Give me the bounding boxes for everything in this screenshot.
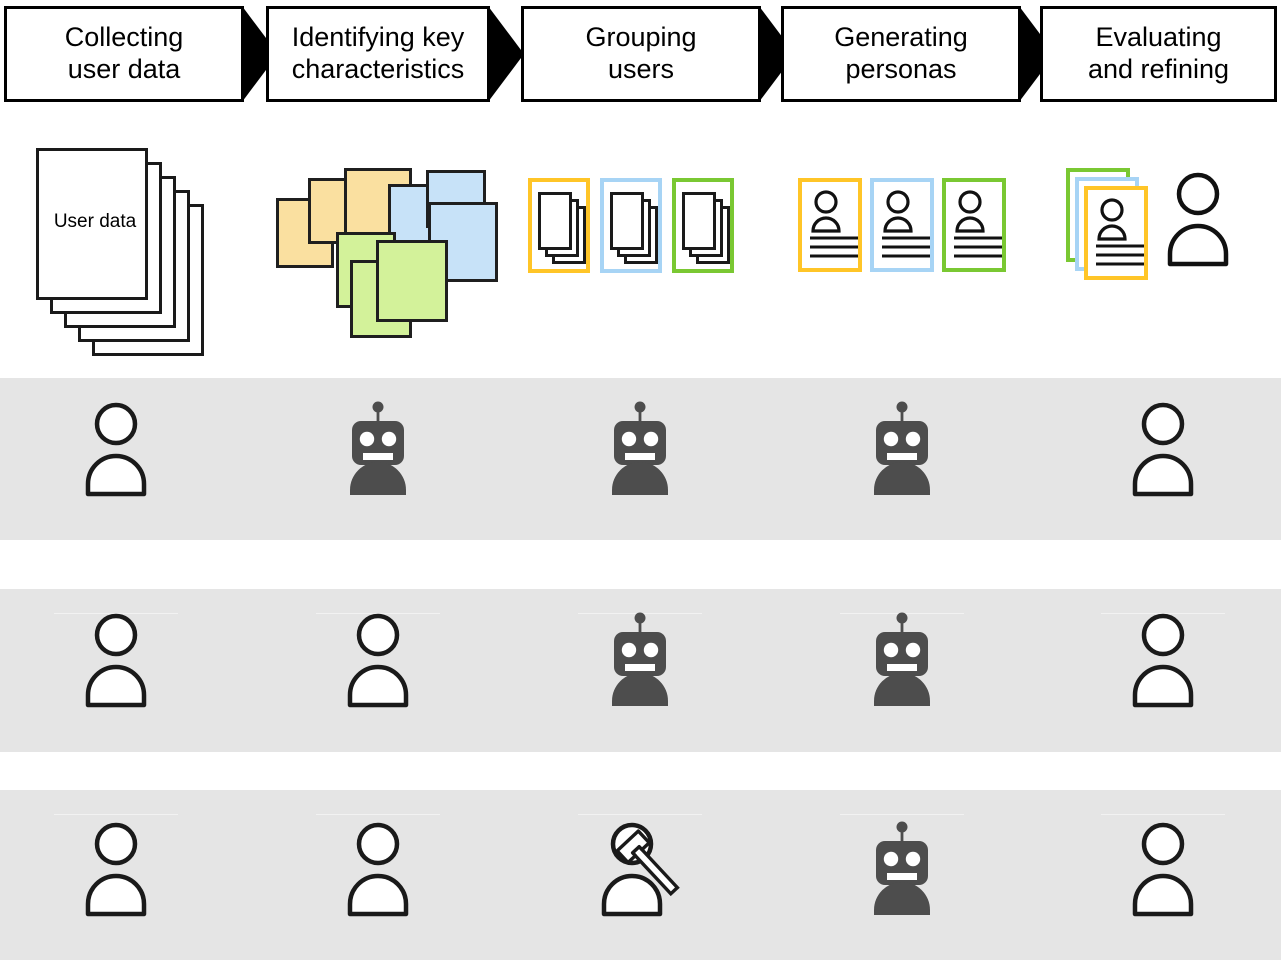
mini-document — [610, 192, 644, 250]
person-icon — [342, 611, 414, 716]
agent-cell-person[interactable] — [1099, 378, 1227, 540]
person-icon — [80, 611, 152, 716]
person-icon — [1132, 613, 1194, 708]
robot-icon — [874, 821, 930, 915]
person-icon — [347, 613, 409, 708]
robot-icon — [612, 401, 668, 495]
robot-icon — [874, 612, 930, 706]
persona-figure-icon — [954, 190, 1002, 258]
agent-cell-robot[interactable] — [838, 589, 966, 752]
green-persona-card — [942, 178, 1006, 272]
stage-box: Identifying key characteristics — [266, 6, 490, 102]
agent-cell-robot[interactable] — [576, 589, 704, 752]
person-icon — [1127, 611, 1199, 716]
stage-box: Collecting user data — [4, 6, 244, 102]
robot-icon — [866, 611, 938, 716]
evaluating-illustration — [1040, 108, 1281, 376]
robot-icon — [874, 401, 930, 495]
gold-group — [528, 178, 590, 273]
robot-icon — [350, 401, 406, 495]
green-group — [672, 178, 734, 273]
person-icon — [85, 402, 147, 497]
agent-cell-person[interactable] — [314, 589, 442, 752]
agent-row-band — [0, 589, 1281, 752]
robot-icon — [604, 400, 676, 505]
person-icon — [1167, 172, 1229, 267]
process-stage-3[interactable]: Grouping users — [521, 6, 795, 102]
stage-label: Evaluating and refining — [1087, 22, 1230, 84]
green-cluster-card — [376, 240, 448, 322]
agent-row-band — [0, 790, 1281, 960]
mini-document — [682, 192, 716, 250]
person-icon — [85, 613, 147, 708]
person-icon — [1132, 822, 1194, 917]
stage-label: Grouping users — [585, 22, 697, 84]
stage-label: Identifying key characteristics — [291, 22, 465, 84]
agent-cell-person-with-hammer[interactable] — [576, 790, 704, 960]
person-icon — [80, 820, 152, 925]
cell-divider — [316, 613, 440, 614]
agent-cell-person[interactable] — [314, 790, 442, 960]
person-icon — [347, 822, 409, 917]
grouping-illustration — [520, 108, 780, 376]
persona-figure-icon — [1096, 198, 1144, 266]
person-icon — [342, 820, 414, 925]
person-icon — [1162, 170, 1234, 275]
agent-row-band — [0, 378, 1281, 540]
stage-label: Collecting user data — [64, 22, 184, 84]
person-with-hammer-icon — [598, 820, 686, 925]
stage-arrow-2 — [488, 6, 524, 102]
agent-cell-person[interactable] — [52, 378, 180, 540]
person-with-hammer-icon — [601, 822, 680, 917]
stacked-persona-card — [1084, 186, 1148, 280]
person-icon — [80, 400, 152, 505]
stage-label: Generating personas — [834, 22, 968, 84]
persona-figure-icon — [882, 190, 930, 258]
person-icon — [1132, 402, 1194, 497]
cell-divider — [1101, 814, 1225, 815]
cell-divider — [54, 613, 178, 614]
stage-box: Evaluating and refining — [1040, 6, 1277, 102]
process-stage-5[interactable]: Evaluating and refining — [1040, 6, 1277, 102]
cell-divider — [1101, 613, 1225, 614]
agent-cell-person[interactable] — [1099, 589, 1227, 752]
agent-cell-robot[interactable] — [838, 790, 966, 960]
user-data-sheet: User data — [36, 148, 148, 300]
agent-cell-person[interactable] — [1099, 790, 1227, 960]
characteristics-illustration — [260, 108, 520, 376]
robot-icon — [866, 400, 938, 505]
process-stage-2[interactable]: Identifying key characteristics — [266, 6, 524, 102]
process-stage-row: Collecting user data Identifying key char… — [0, 0, 1281, 108]
mini-document — [538, 192, 572, 250]
stage-box: Generating personas — [781, 6, 1021, 102]
person-icon — [85, 822, 147, 917]
illustration-row: User data — [0, 108, 1281, 376]
robot-icon — [612, 612, 668, 706]
personas-illustration — [780, 108, 1040, 376]
stage-box: Grouping users — [521, 6, 761, 102]
cell-divider — [840, 814, 964, 815]
agent-cell-robot[interactable] — [838, 378, 966, 540]
persona-figure-icon — [810, 190, 858, 258]
cell-divider — [578, 814, 702, 815]
person-icon — [1127, 400, 1199, 505]
agent-cell-person[interactable] — [52, 589, 180, 752]
cell-divider — [54, 814, 178, 815]
user-data-illustration: User data — [0, 108, 260, 376]
gold-persona-card — [798, 178, 862, 272]
agent-cell-person[interactable] — [52, 790, 180, 960]
robot-icon — [342, 400, 414, 505]
agent-cell-robot[interactable] — [314, 378, 442, 540]
blue-group — [600, 178, 662, 273]
person-icon — [1127, 820, 1199, 925]
process-stage-1[interactable]: Collecting user data — [4, 6, 278, 102]
process-stage-4[interactable]: Generating personas — [781, 6, 1055, 102]
cell-divider — [316, 814, 440, 815]
robot-icon — [604, 611, 676, 716]
agent-cell-robot[interactable] — [576, 378, 704, 540]
user-data-label: User data — [53, 211, 137, 232]
blue-persona-card — [870, 178, 934, 272]
robot-icon — [866, 820, 938, 925]
